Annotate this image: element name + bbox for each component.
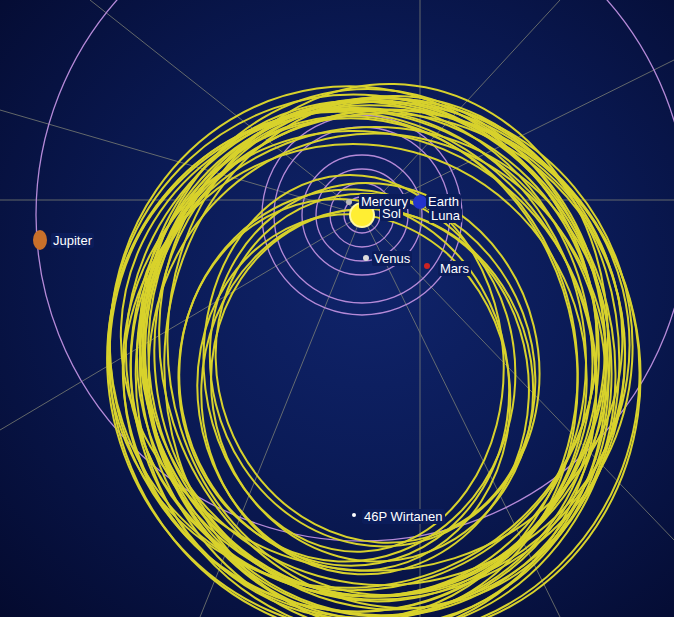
jupiter-body bbox=[33, 230, 47, 250]
mars-body bbox=[424, 263, 430, 269]
body-label: Mars bbox=[438, 261, 471, 276]
comet-orbit bbox=[187, 186, 558, 584]
comet-orbit bbox=[172, 148, 577, 581]
comet-orbit bbox=[104, 66, 651, 617]
comet-orbit bbox=[148, 170, 541, 594]
body-label: Jupiter bbox=[51, 233, 94, 248]
body-label: Luna bbox=[429, 208, 462, 223]
comet-orbit bbox=[95, 67, 632, 617]
bodies bbox=[33, 195, 430, 517]
venus-body bbox=[363, 255, 369, 261]
comet-orbit bbox=[194, 167, 514, 559]
comet-body bbox=[352, 513, 356, 517]
comet-orbit bbox=[38, 44, 668, 617]
comet-orbit bbox=[174, 193, 534, 591]
comet-orbit bbox=[111, 95, 632, 581]
comet-orbit bbox=[62, 58, 674, 617]
comet-orbit bbox=[89, 54, 674, 617]
comet-orbit bbox=[95, 59, 674, 617]
comet-orbit bbox=[71, 47, 674, 617]
body-label: 46P Wirtanen bbox=[362, 509, 445, 524]
comet-orbit bbox=[27, 33, 674, 617]
comet-orbit bbox=[115, 64, 633, 617]
comet-orbit bbox=[159, 91, 625, 617]
comet-orbits bbox=[27, 31, 674, 617]
comet-orbit bbox=[94, 40, 674, 617]
comet-orbit bbox=[99, 84, 608, 601]
earth-body bbox=[413, 195, 427, 209]
comet-orbit bbox=[34, 33, 671, 617]
body-label: Sol bbox=[380, 206, 403, 221]
mercury-body bbox=[346, 199, 352, 205]
comet-orbit bbox=[62, 83, 649, 617]
comet-orbit bbox=[60, 31, 674, 617]
body-label: Earth bbox=[426, 194, 461, 209]
body-label: Venus bbox=[372, 251, 412, 266]
